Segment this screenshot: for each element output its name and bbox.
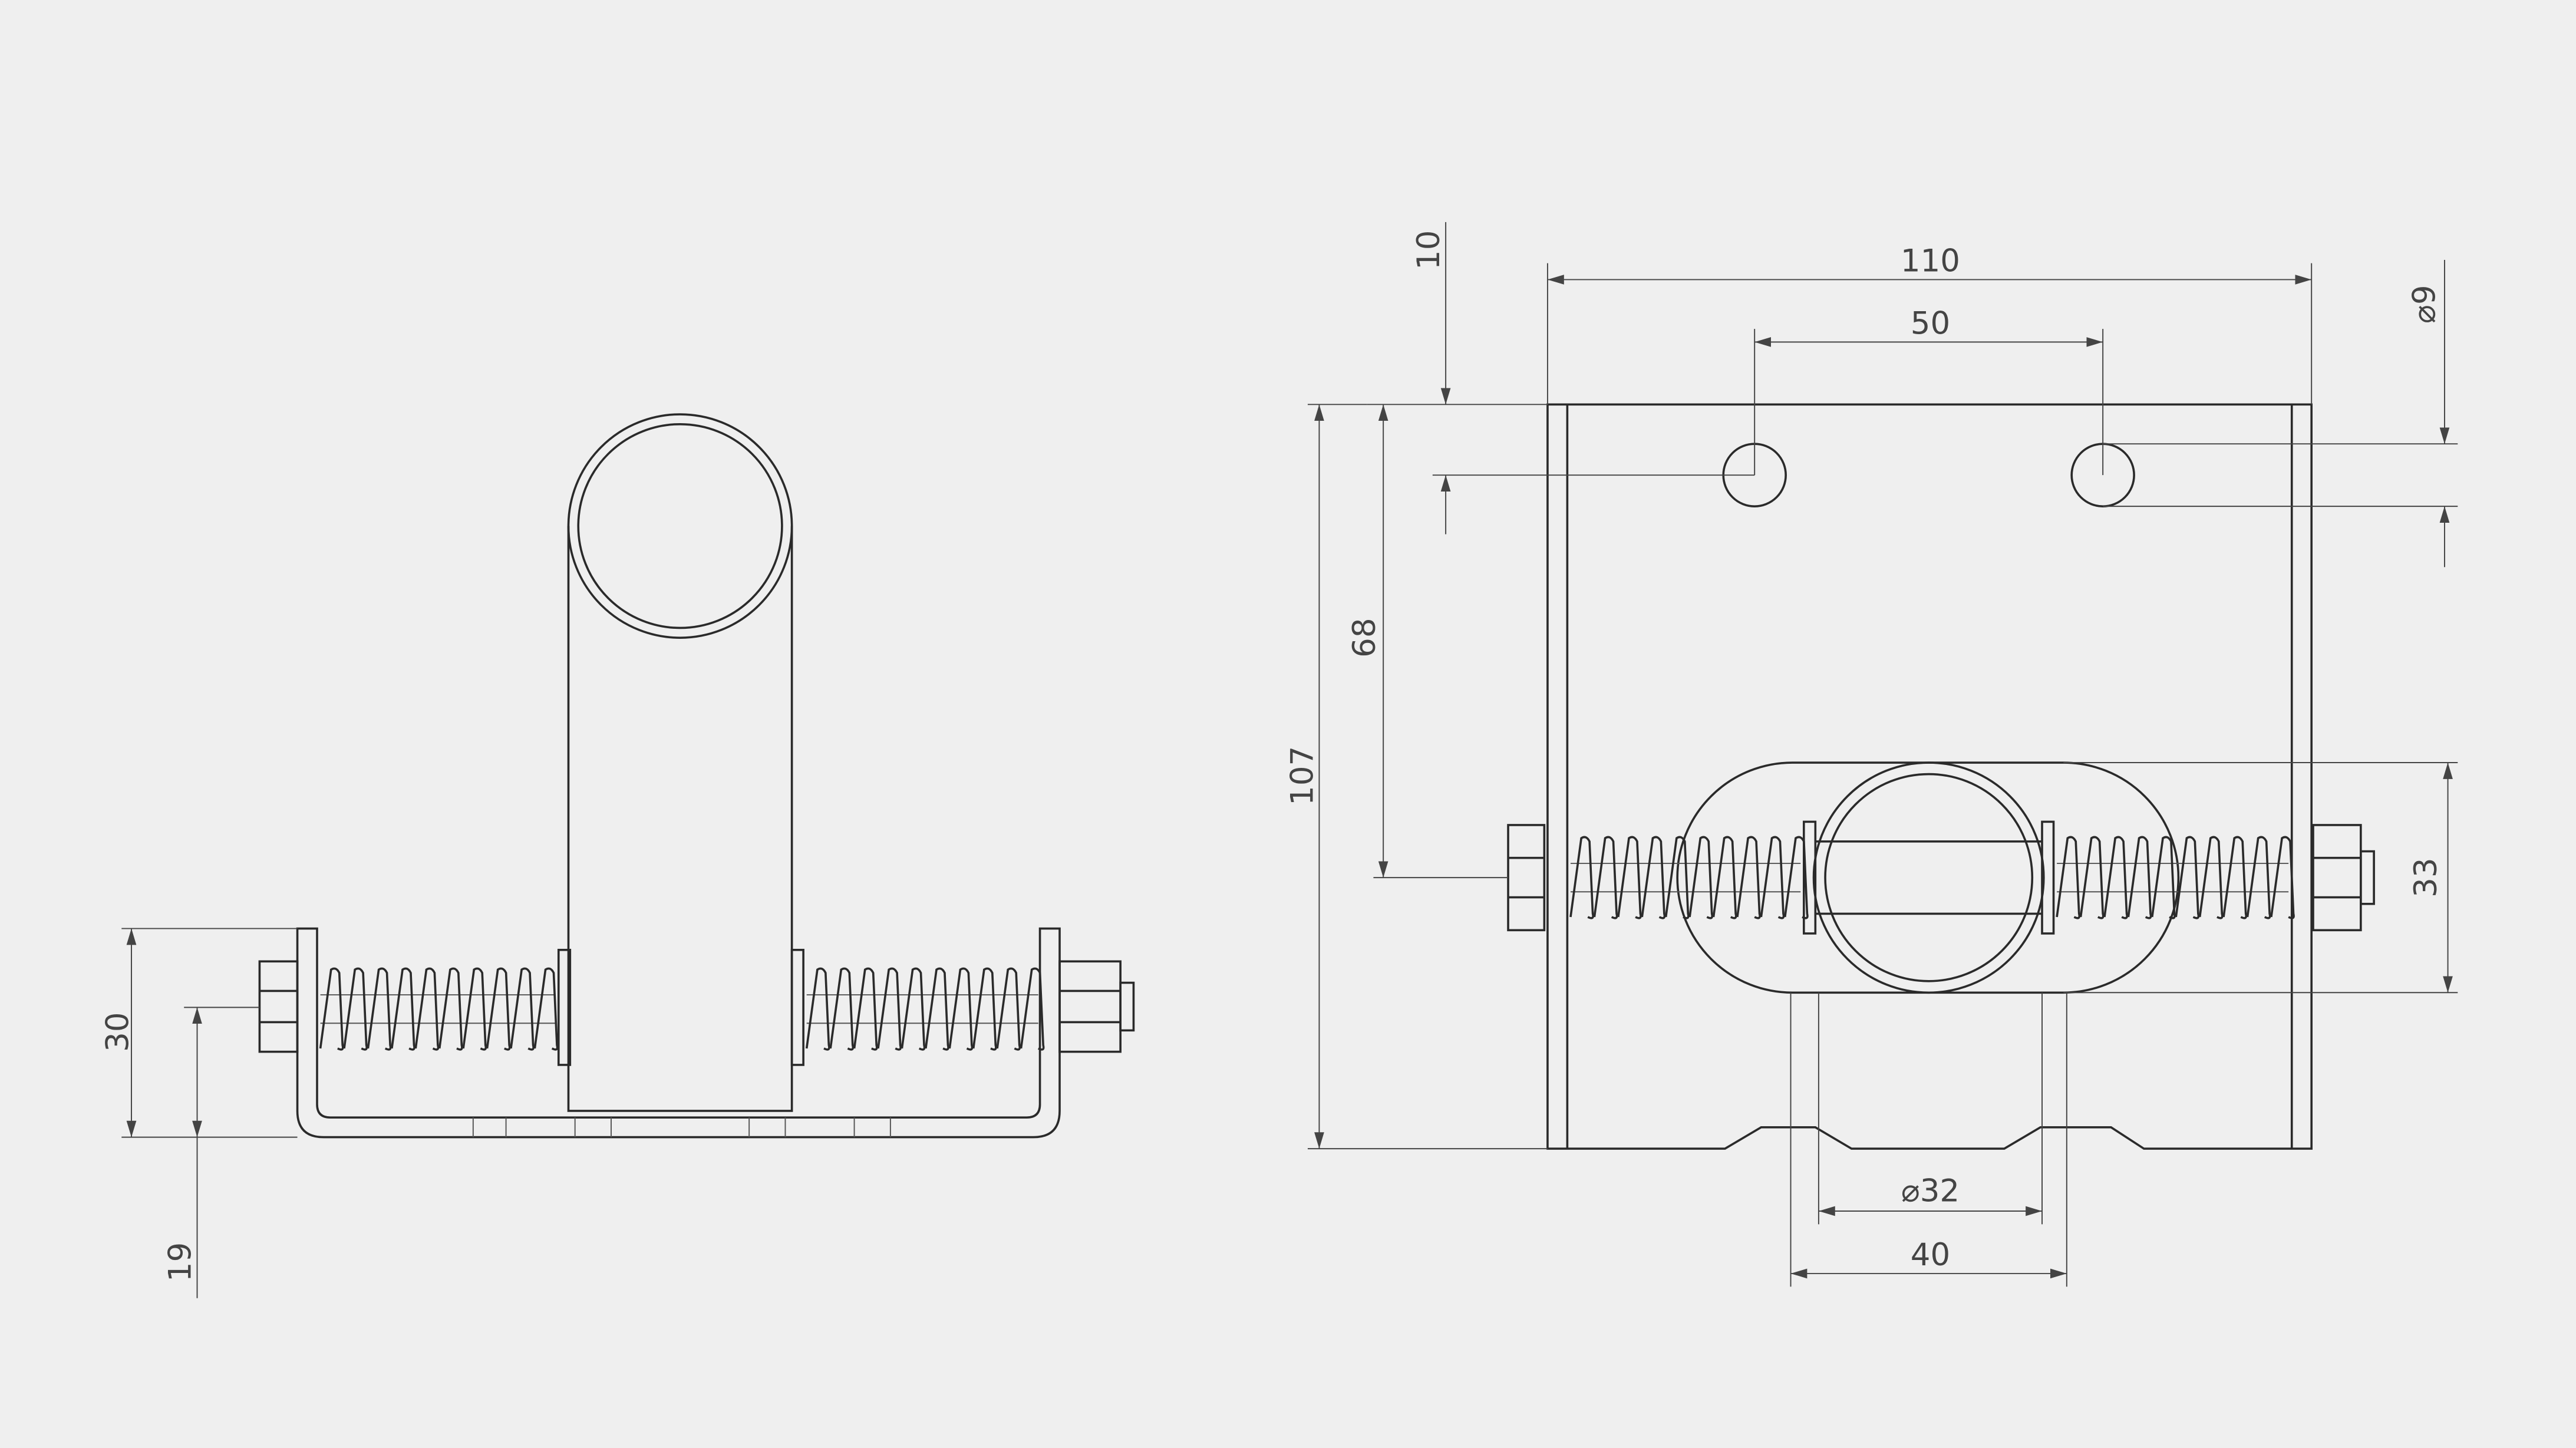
- spring-left: [1569, 836, 1809, 919]
- dimension-107: 107: [1284, 404, 1548, 1150]
- spring-coil: [533, 967, 559, 1051]
- spring-coil: [2150, 836, 2176, 919]
- spring-coil: [948, 967, 974, 1051]
- spring-coil: [510, 967, 535, 1051]
- spring-coil: [343, 967, 368, 1051]
- spring-coil: [367, 967, 392, 1051]
- spring-coil: [1617, 836, 1642, 919]
- washers: [557, 948, 804, 1066]
- spring-coil: [414, 967, 440, 1051]
- spring-coil: [2103, 836, 2128, 919]
- spring-coil: [2198, 836, 2224, 919]
- dimension-label: 30: [100, 1012, 136, 1051]
- spring-coil: [2246, 836, 2271, 919]
- spring-coil: [1712, 836, 1737, 919]
- spring-coil: [2222, 836, 2248, 919]
- nut-right: [2312, 824, 2375, 932]
- spring-coil: [438, 967, 463, 1051]
- spring-coil: [2127, 836, 2152, 919]
- dimension-label: 40: [1911, 1237, 1950, 1273]
- spring-coil: [486, 967, 511, 1051]
- spring-coil: [1736, 836, 1761, 919]
- spring-right: [2056, 836, 2295, 919]
- dimension-label: 110: [1901, 243, 1960, 279]
- dimension-110: 110: [1546, 243, 2313, 405]
- spring-left: [319, 967, 559, 1051]
- side-view: 30 19: [100, 413, 1135, 1298]
- dimension-diameter-32: ⌀32: [1818, 992, 2043, 1225]
- spring-coil: [1760, 836, 1785, 919]
- spring-coil: [2175, 836, 2200, 919]
- slot: [1676, 761, 2180, 994]
- front-view: 110 50 10 ⌀9 68 107: [1284, 222, 2458, 1287]
- spring-coil: [805, 967, 830, 1051]
- nut-left: [1507, 824, 1546, 932]
- spring-coil: [1569, 836, 1594, 919]
- spring-coil: [2056, 836, 2081, 919]
- spring-coil: [829, 967, 855, 1051]
- spring-coil: [1783, 836, 1809, 919]
- spring-coil: [462, 967, 487, 1051]
- dimension-30: 30: [100, 928, 298, 1138]
- dimension-33: 33: [2063, 762, 2458, 994]
- dimension-label: ⌀9: [2406, 285, 2442, 324]
- dimension-label: 68: [1347, 618, 1383, 657]
- spring-coil: [1641, 836, 1666, 919]
- washers: [1803, 820, 2055, 935]
- mounting-plate: [1546, 403, 2313, 1150]
- bolt-nut-right: [1058, 960, 1135, 1053]
- spring-coil: [391, 967, 415, 1051]
- spring-right: [805, 967, 1045, 1051]
- spring-coil: [853, 967, 878, 1051]
- dimension-40: 40: [1790, 992, 2067, 1287]
- dimension-10: 10: [1367, 222, 1755, 535]
- dimension-label: 107: [1284, 746, 1320, 806]
- dimension-50: 50: [1754, 305, 2104, 476]
- spring-coil: [1688, 836, 1714, 919]
- bolt-nut-left: [258, 960, 299, 1053]
- spring-coil: [901, 967, 926, 1051]
- spring-coil: [1664, 836, 1690, 919]
- dimension-diameter-9: ⌀9: [2103, 259, 2458, 568]
- spring-coil: [1593, 836, 1618, 919]
- dimension-label: 19: [162, 1242, 198, 1282]
- spring-coil: [2079, 836, 2105, 919]
- spring-coil: [972, 967, 997, 1051]
- tube: [567, 413, 793, 1112]
- spring-coil: [996, 967, 1021, 1051]
- spring-coil: [1020, 967, 1045, 1051]
- spring-coil: [319, 967, 344, 1051]
- spring-coil: [877, 967, 902, 1051]
- dimension-label: 33: [2408, 857, 2444, 897]
- tube-section: [1812, 761, 2045, 994]
- dimension-label: ⌀32: [1901, 1173, 1960, 1209]
- u-bracket: [296, 927, 1061, 1139]
- spring-coil: [925, 967, 949, 1051]
- dimension-label: 10: [1411, 230, 1447, 270]
- spring-coil: [2270, 836, 2295, 919]
- dimension-19: 19: [162, 1007, 260, 1298]
- dimension-68: 68: [1347, 404, 1509, 879]
- dimension-label: 50: [1911, 305, 1950, 341]
